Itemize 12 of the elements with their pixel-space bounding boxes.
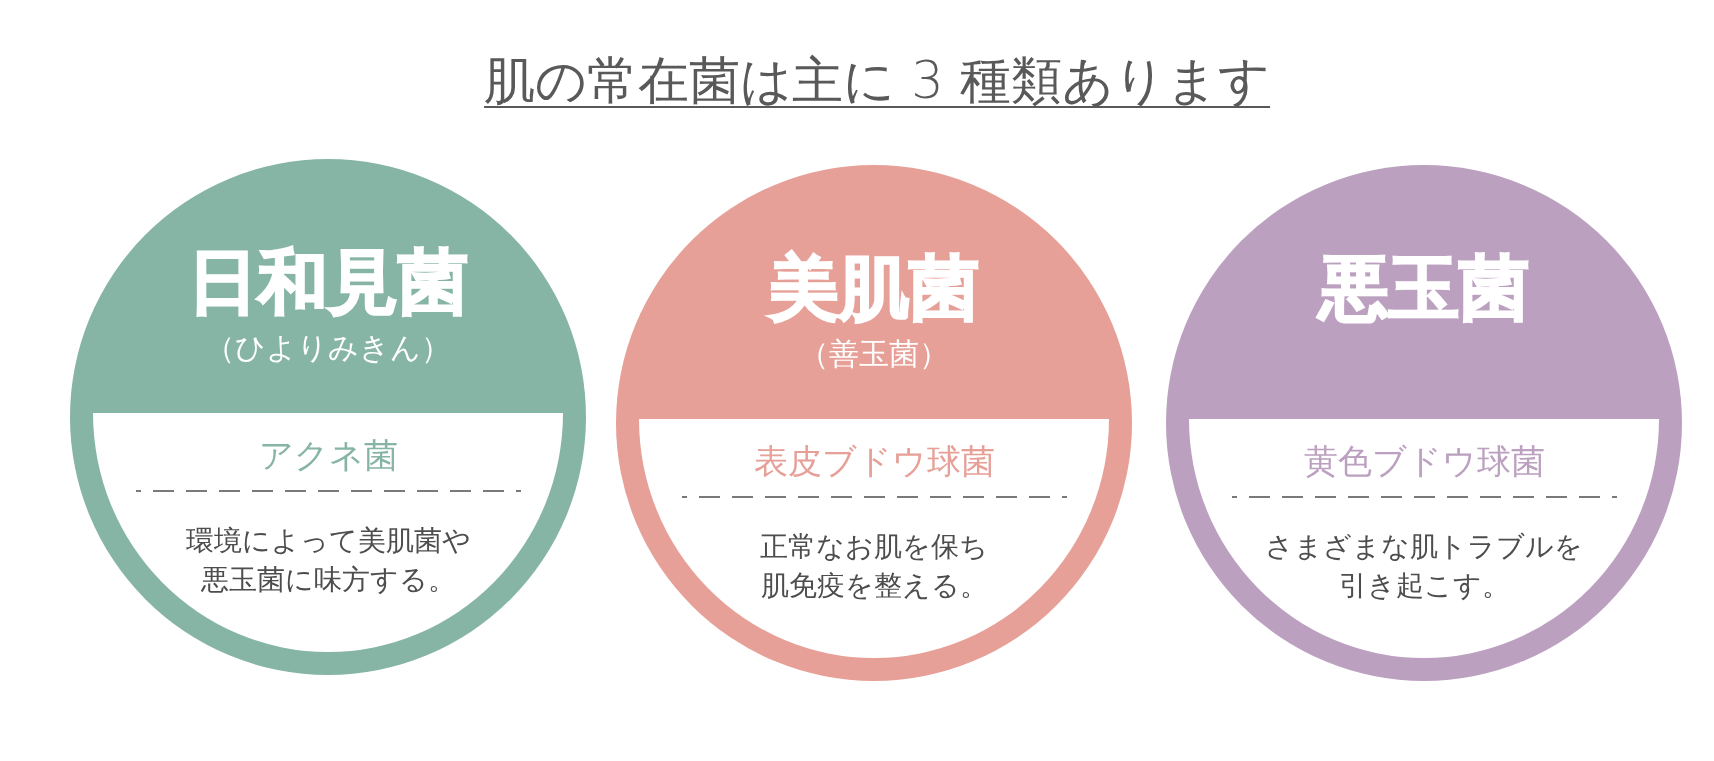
heading: 美肌菌 (769, 253, 979, 323)
bacterium-name: アクネ菌 (258, 438, 398, 472)
reading: （ひよりみきん） (205, 333, 451, 363)
heading: 日和見菌 (188, 247, 468, 317)
title: 肌の常在菌は主に 3 種類あります (484, 55, 1270, 108)
description: 環境によって美肌菌や悪玉菌に味方する。 (184, 523, 472, 598)
bacterium-name: 黄色ブドウ球菌 (1303, 444, 1545, 478)
heading: 悪玉菌 (1319, 253, 1529, 323)
description: さまざまな肌トラブルを引き起こす。 (1264, 529, 1584, 604)
description: 正常なお肌を保ち肌免疫を整える。 (759, 529, 989, 604)
bacterium-name: 表皮ブドウ球菌 (753, 444, 995, 478)
reading: （善玉菌） (799, 339, 949, 369)
